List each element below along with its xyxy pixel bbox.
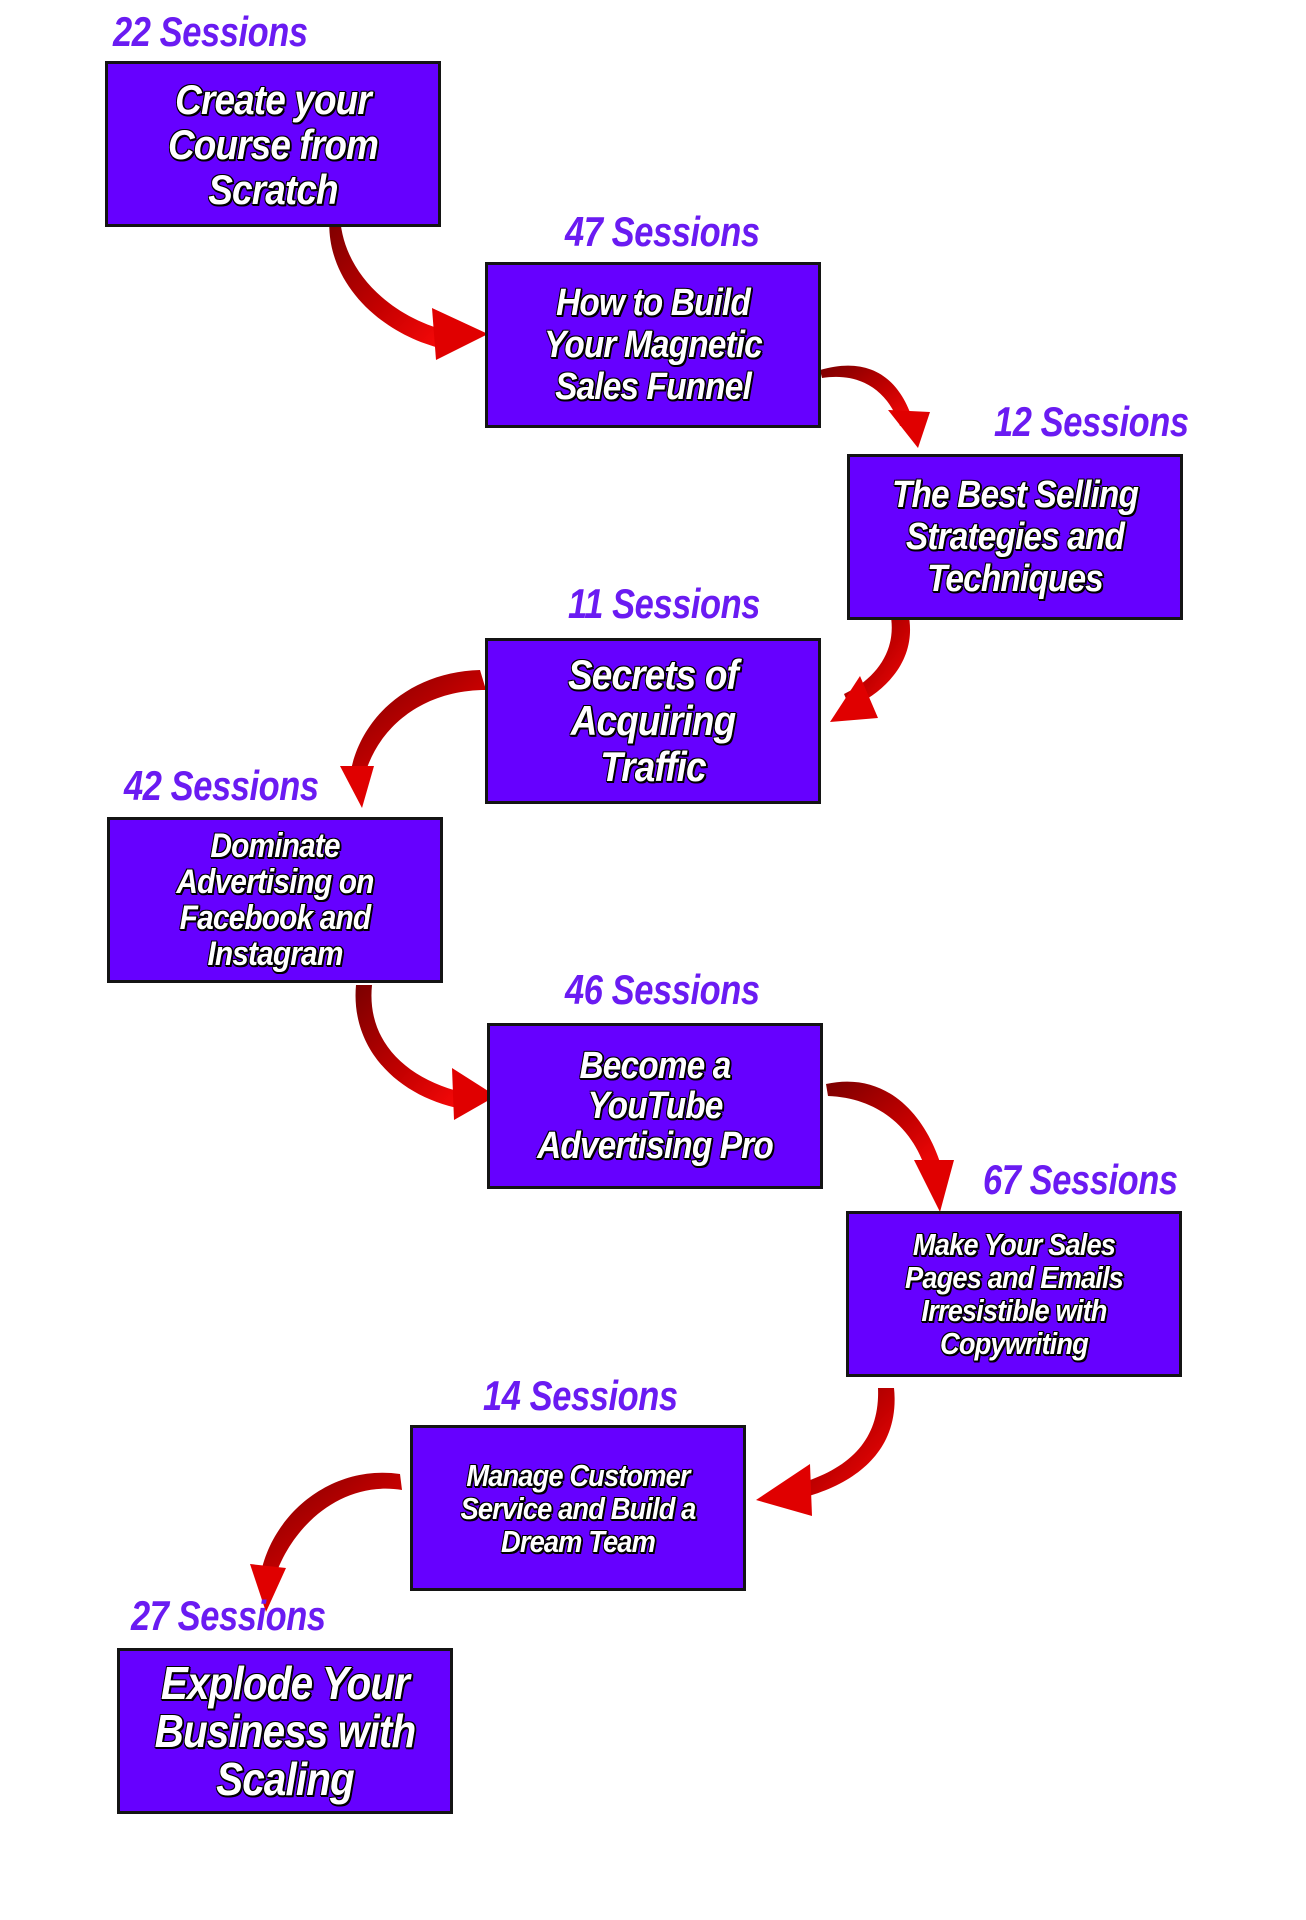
course-module-box: Manage Customer Service and Build a Drea… — [410, 1425, 746, 1591]
course-module-title: Secrets of Acquiring Traffic — [568, 651, 739, 790]
course-module-box: The Best Selling Strategies and Techniqu… — [847, 454, 1183, 620]
course-module-title: Become a YouTube Advertising Pro — [537, 1045, 774, 1167]
course-module-box: Dominate Advertising on Facebook and Ins… — [107, 817, 443, 983]
session-count-label: 67 Sessions — [983, 1156, 1178, 1203]
course-module-box: Create your Course from Scratch — [105, 61, 441, 227]
course-module-box: Make Your Sales Pages and Emails Irresis… — [846, 1211, 1182, 1377]
arrow-7-to-8 — [756, 1388, 895, 1516]
course-module-title: Make Your Sales Pages and Emails Irresis… — [905, 1227, 1124, 1361]
session-count-label: 12 Sessions — [994, 398, 1189, 445]
session-count-label: 14 Sessions — [483, 1372, 678, 1419]
course-module-title: Create your Course from Scratch — [167, 75, 379, 213]
arrow-1-to-2 — [329, 212, 488, 360]
course-module-box: Become a YouTube Advertising Pro — [487, 1023, 823, 1189]
session-count-label: 46 Sessions — [565, 966, 760, 1013]
course-module-title: The Best Selling Strategies and Techniqu… — [891, 474, 1139, 600]
course-module-box: Explode Your Business with Scaling — [117, 1648, 453, 1814]
course-module-box: How to Build Your Magnetic Sales Funnel — [485, 262, 821, 428]
session-count-label: 11 Sessions — [568, 580, 761, 627]
session-count-label: 47 Sessions — [565, 208, 760, 255]
course-module-title: Dominate Advertising on Facebook and Ins… — [176, 827, 374, 973]
session-count-label: 27 Sessions — [131, 1592, 326, 1639]
course-module-box: Secrets of Acquiring Traffic — [485, 638, 821, 804]
arrow-2-to-3 — [820, 365, 930, 448]
arrow-6-to-7 — [826, 1081, 954, 1212]
course-module-title: Explode Your Business with Scaling — [154, 1657, 417, 1805]
session-count-label: 22 Sessions — [113, 8, 308, 55]
arrow-3-to-4 — [830, 612, 911, 722]
course-module-title: How to Build Your Magnetic Sales Funnel — [544, 282, 763, 408]
arrow-4-to-5 — [340, 670, 486, 808]
arrow-5-to-6 — [355, 985, 496, 1120]
course-module-title: Manage Customer Service and Build a Drea… — [460, 1457, 697, 1559]
arrow-8-to-9 — [250, 1472, 402, 1612]
session-count-label: 42 Sessions — [124, 762, 319, 809]
